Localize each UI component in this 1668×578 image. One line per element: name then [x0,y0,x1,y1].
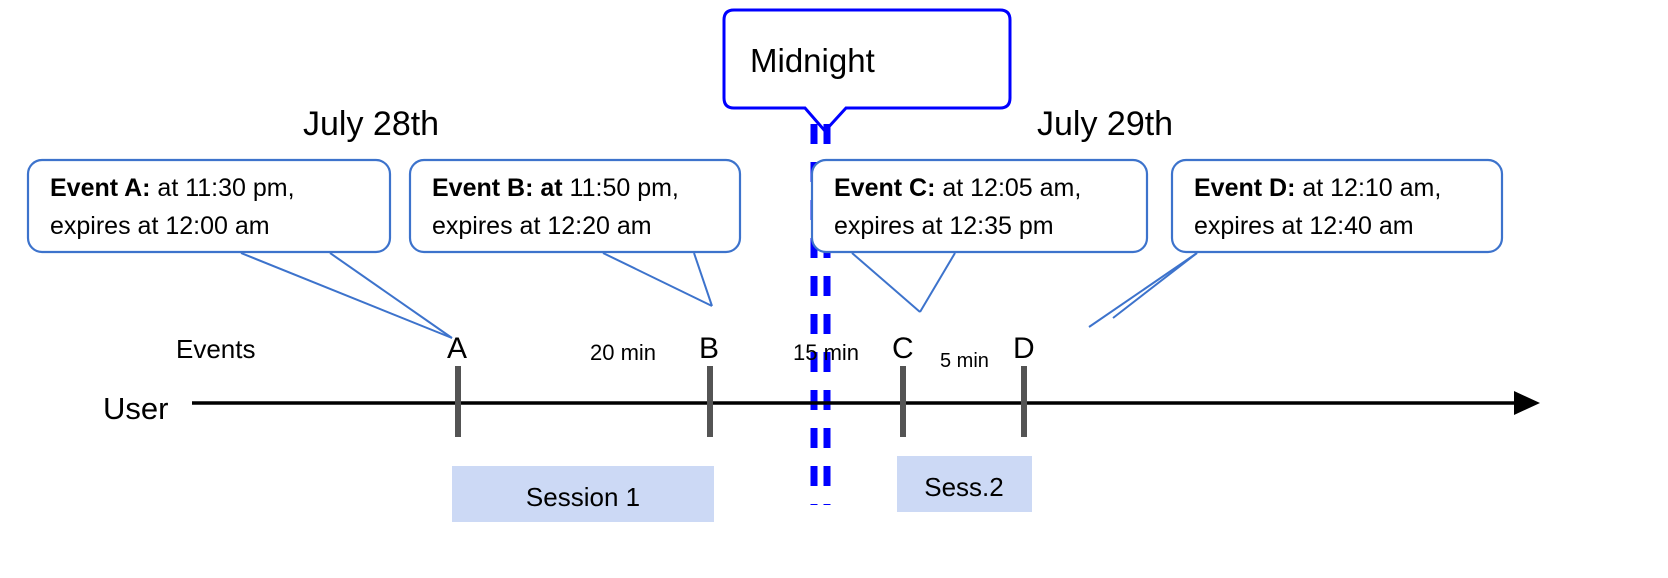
callout-event-a-box [26,158,392,254]
leader-lines [240,252,1198,339]
timeline-arrowhead [1514,391,1540,415]
callout-event-d-box [1170,158,1504,254]
callout-event-a-line2: expires at 12:00 am [50,212,270,240]
session-2-box [897,456,1032,512]
session-blocks: Session 1 Sess.2 [452,456,1032,522]
marker-label-a: A [447,332,467,365]
leader-d-1 [1088,252,1198,328]
timeline-axis [192,391,1540,415]
row-label-user: User [103,391,168,426]
interval-labels: 20 min 15 min 5 min [590,340,989,372]
session-2-label: Sess.2 [924,472,1004,502]
leader-a-1 [240,252,453,339]
midnight-callout: Midnight [722,8,1012,134]
marker-label-b: B [699,332,719,365]
callout-event-c[interactable]: Event C: at 12:05 am, expires at 12:35 p… [810,158,1149,254]
leader-c-2 [919,252,956,313]
callout-event-b-box [408,158,742,254]
leader-c-1 [851,252,921,313]
callout-event-c-box [810,158,1149,254]
callout-event-b-line1: Event B: at 11:50 pm, [432,174,679,202]
callout-event-d[interactable]: Event D: at 12:10 am, expires at 12:40 a… [1170,158,1504,254]
callout-event-d-line2: expires at 12:40 am [1194,212,1414,240]
callout-event-d-line1: Event D: at 12:10 am, [1194,174,1441,202]
leader-b-1 [602,252,713,307]
midnight-label: Midnight [750,42,875,79]
session-1-label: Session 1 [526,482,640,512]
callout-event-c-line2: expires at 12:35 pm [834,212,1054,240]
callout-event-b-line2: expires at 12:20 am [432,212,652,240]
event-markers: A B C D [447,332,1035,437]
date-label-july-28: July 28th [303,105,439,143]
interval-label-bc: 15 min [793,340,859,365]
row-label-events: Events [176,334,256,364]
marker-label-c: C [892,332,914,365]
interval-label-cd: 5 min [940,350,989,372]
callout-event-a[interactable]: Event A: at 11:30 pm, expires at 12:00 a… [26,158,392,254]
leader-b-2 [693,252,713,307]
leader-a-2 [329,252,453,339]
callout-event-c-line1: Event C: at 12:05 am, [834,174,1081,202]
date-label-july-29: July 29th [1037,105,1173,143]
marker-label-d: D [1013,332,1035,365]
interval-label-ab: 20 min [590,340,656,365]
midnight-divider [810,124,831,505]
callout-event-a-line1: Event A: at 11:30 pm, [50,174,295,202]
midnight-callout-box [722,8,1012,134]
session-1-box [452,466,714,522]
leader-d-2 [1112,252,1198,319]
callout-event-b[interactable]: Event B: at 11:50 pm, expires at 12:20 a… [408,158,742,254]
